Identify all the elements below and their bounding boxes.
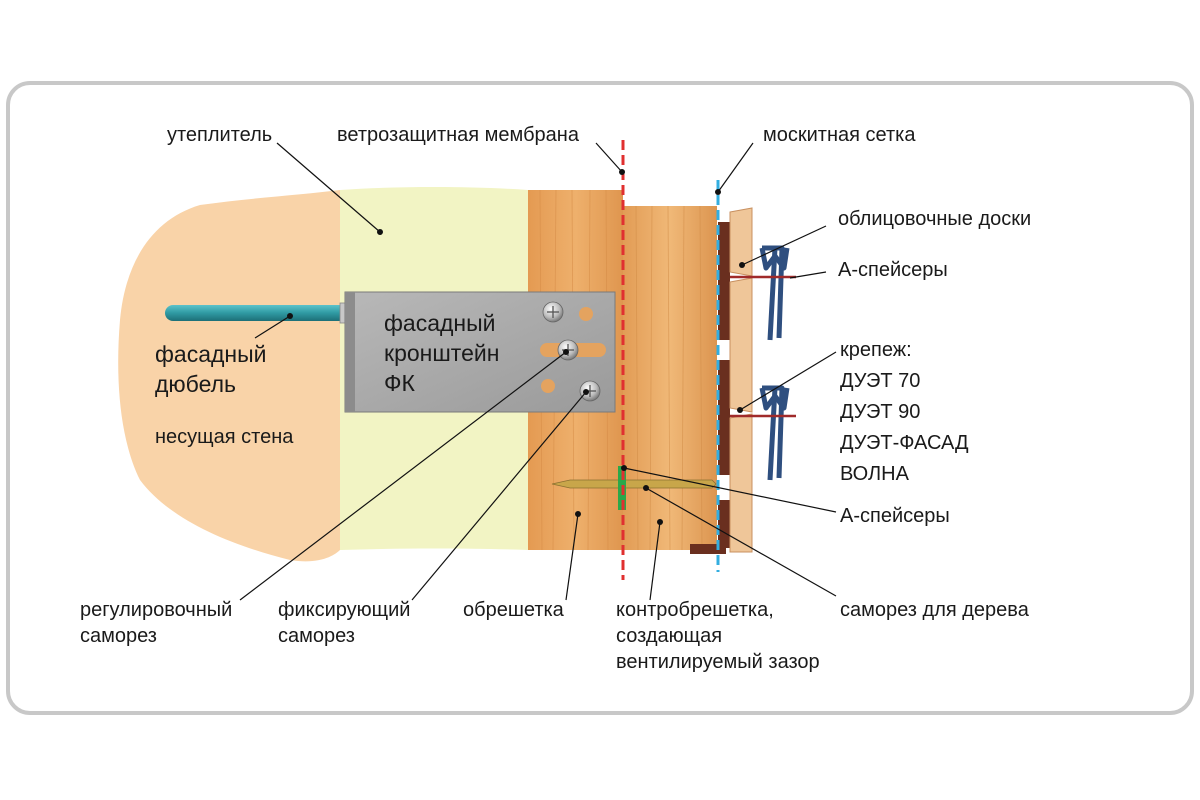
label-facade-dowel: дюбель <box>155 371 236 397</box>
label-fastener-item: ДУЭТ-ФАСАД <box>840 432 969 454</box>
label-adjusting-screw: саморез <box>80 625 157 647</box>
label-a-spacers-top: А-спейсеры <box>838 259 948 281</box>
label-fixing-screw: фиксирующий <box>278 599 410 621</box>
label-cladding-boards: облицовочные доски <box>838 208 1031 230</box>
label-insulation: утеплитель <box>167 124 272 146</box>
label-wood-screw: саморез для дерева <box>840 599 1030 621</box>
label-fastener-item: ДУЭТ 70 <box>840 370 920 392</box>
cladding-boards <box>729 207 753 553</box>
label-bracket: кронштейн <box>384 340 499 366</box>
label-counter-lathing: создающая <box>616 625 722 647</box>
label-bracket: фасадный <box>384 310 496 336</box>
label-counter-lathing: вентилируемый зазор <box>616 651 820 673</box>
label-counter-lathing: контробрешетка, <box>616 599 774 621</box>
label-lathing: обрешетка <box>463 599 565 621</box>
leader-lines <box>239 142 837 601</box>
facade-dowel <box>165 302 353 324</box>
label-adjusting-screw: регулировочный <box>80 599 232 621</box>
label-fastener-item: ВОЛНА <box>840 463 910 485</box>
label-wind-membrane: ветрозащитная мембрана <box>337 124 580 146</box>
label-fixing-screw: саморез <box>278 625 355 647</box>
bearing-wall <box>118 190 341 562</box>
label-bearing-wall: несущая стена <box>155 426 294 448</box>
label-facade-dowel: фасадный <box>155 341 267 367</box>
fastener-strips <box>690 222 730 554</box>
label-bracket: ФК <box>384 370 415 396</box>
counter-lathing-grain <box>635 205 703 551</box>
label-a-spacers-bottom: А-спейсеры <box>840 505 950 527</box>
facade-bracket <box>344 291 616 413</box>
cladding-nails <box>730 275 796 418</box>
label-mosquito-net: москитная сетка <box>763 124 916 146</box>
label-fastener-item: ДУЭТ 90 <box>840 401 920 423</box>
label-fastener-title: крепеж: <box>840 339 912 361</box>
